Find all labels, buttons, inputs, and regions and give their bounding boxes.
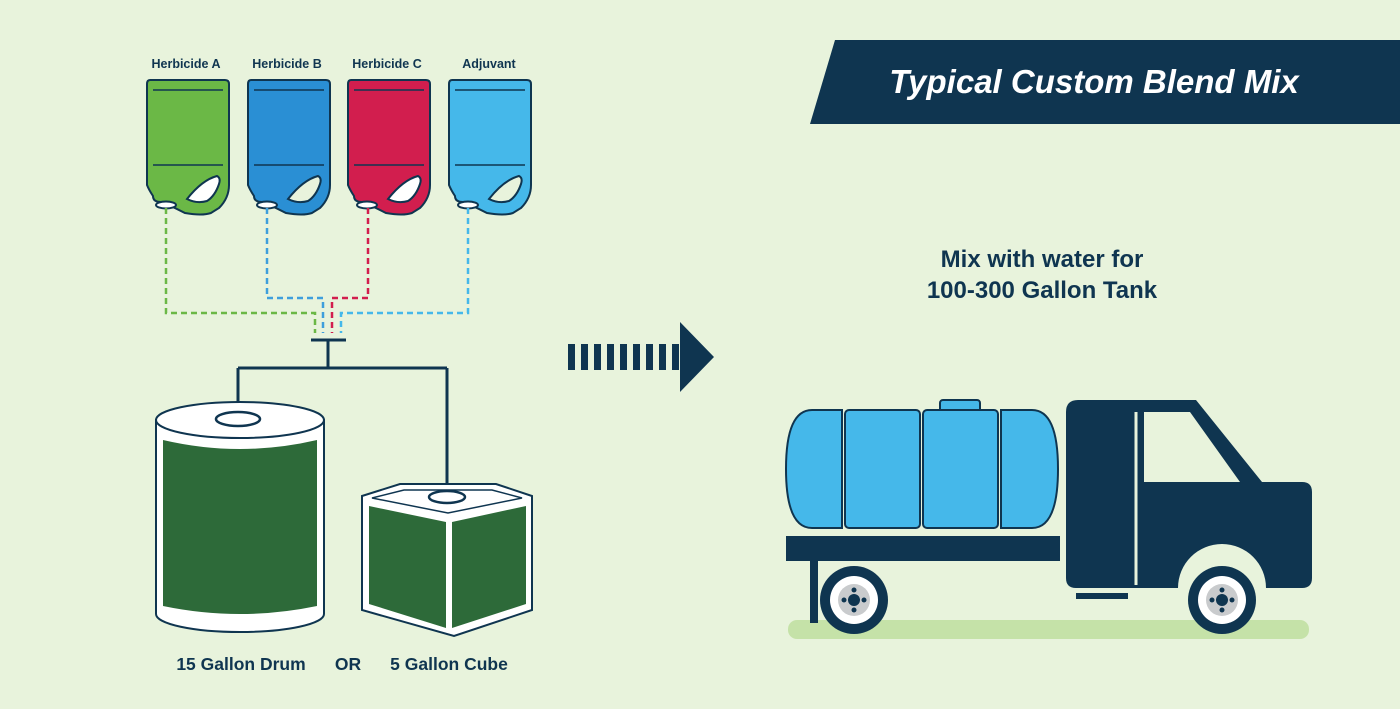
or-label: OR <box>335 654 362 674</box>
jug-herbicide-c <box>347 79 431 216</box>
jug-herbicide-a <box>146 79 230 216</box>
drum-cap <box>214 410 262 428</box>
container-labels: 15 Gallon Drum OR 5 Gallon Cube <box>176 654 508 674</box>
jug-spout <box>356 200 378 210</box>
mix-note-line2: 100-300 Gallon Tank <box>927 277 1158 304</box>
tank-segment-1 <box>784 409 843 529</box>
flow-line-herbicide-a <box>164 208 317 333</box>
cube-right-face <box>452 506 526 628</box>
mix-note: Mix with water for 100-300 Gallon Tank <box>927 246 1158 304</box>
cube-label: 5 Gallon Cube <box>390 654 508 674</box>
cube-5-gallon <box>361 483 533 638</box>
cube-left-face <box>369 506 446 628</box>
jug-handle-opening <box>286 174 322 204</box>
jug-body <box>347 79 431 216</box>
truck-cab <box>1066 400 1312 588</box>
jug-body <box>247 79 331 216</box>
tank-segment-3 <box>922 409 999 529</box>
jug-spout <box>256 200 278 210</box>
ground-strip <box>788 620 1309 639</box>
title-banner: Typical Custom Blend Mix <box>810 40 1400 124</box>
jug-label-herbicide-a: Herbicide A <box>151 57 220 71</box>
jug-label-herbicide-b: Herbicide B <box>252 57 321 71</box>
jug-adjuvant <box>448 79 532 216</box>
jug-handle-opening <box>487 174 523 204</box>
jug-handle-opening <box>185 174 221 204</box>
drum-15-gallon <box>155 401 325 633</box>
drum-label: 15 Gallon Drum <box>176 654 305 674</box>
truck-step <box>1076 593 1128 599</box>
jug-herbicide-b <box>247 79 331 216</box>
flow-line-herbicide-c <box>330 208 370 333</box>
truck-window <box>1144 412 1240 482</box>
front-wheel <box>1188 566 1256 634</box>
jug-body <box>448 79 532 216</box>
rear-wheel <box>820 566 888 634</box>
title-banner-shape <box>810 40 1400 124</box>
water-truck <box>784 399 1312 639</box>
mix-note-line1: Mix with water for <box>941 246 1144 273</box>
flow-line-adjuvant <box>339 208 470 333</box>
truck-bed <box>786 536 1060 561</box>
truck-mudflap <box>810 561 818 623</box>
jug-handle-opening <box>386 174 422 204</box>
jug-label-adjuvant: Adjuvant <box>462 57 516 71</box>
title-text: Typical Custom Blend Mix <box>889 63 1300 100</box>
jug-spout <box>155 200 177 210</box>
water-tank <box>784 399 1060 529</box>
flow-lines <box>164 208 470 333</box>
drum-fill <box>163 440 317 614</box>
tank-segment-2 <box>844 409 921 529</box>
cube-cap <box>427 489 467 505</box>
jug-label-herbicide-c: Herbicide C <box>352 57 421 71</box>
jug-spout <box>457 200 479 210</box>
jug-body <box>146 79 230 216</box>
flow-line-herbicide-b <box>265 208 325 333</box>
tank-segment-4 <box>1000 409 1060 529</box>
jug-labels: Herbicide A Herbicide B Herbicide C Adju… <box>151 57 516 71</box>
arrow-right-icon <box>568 322 714 392</box>
